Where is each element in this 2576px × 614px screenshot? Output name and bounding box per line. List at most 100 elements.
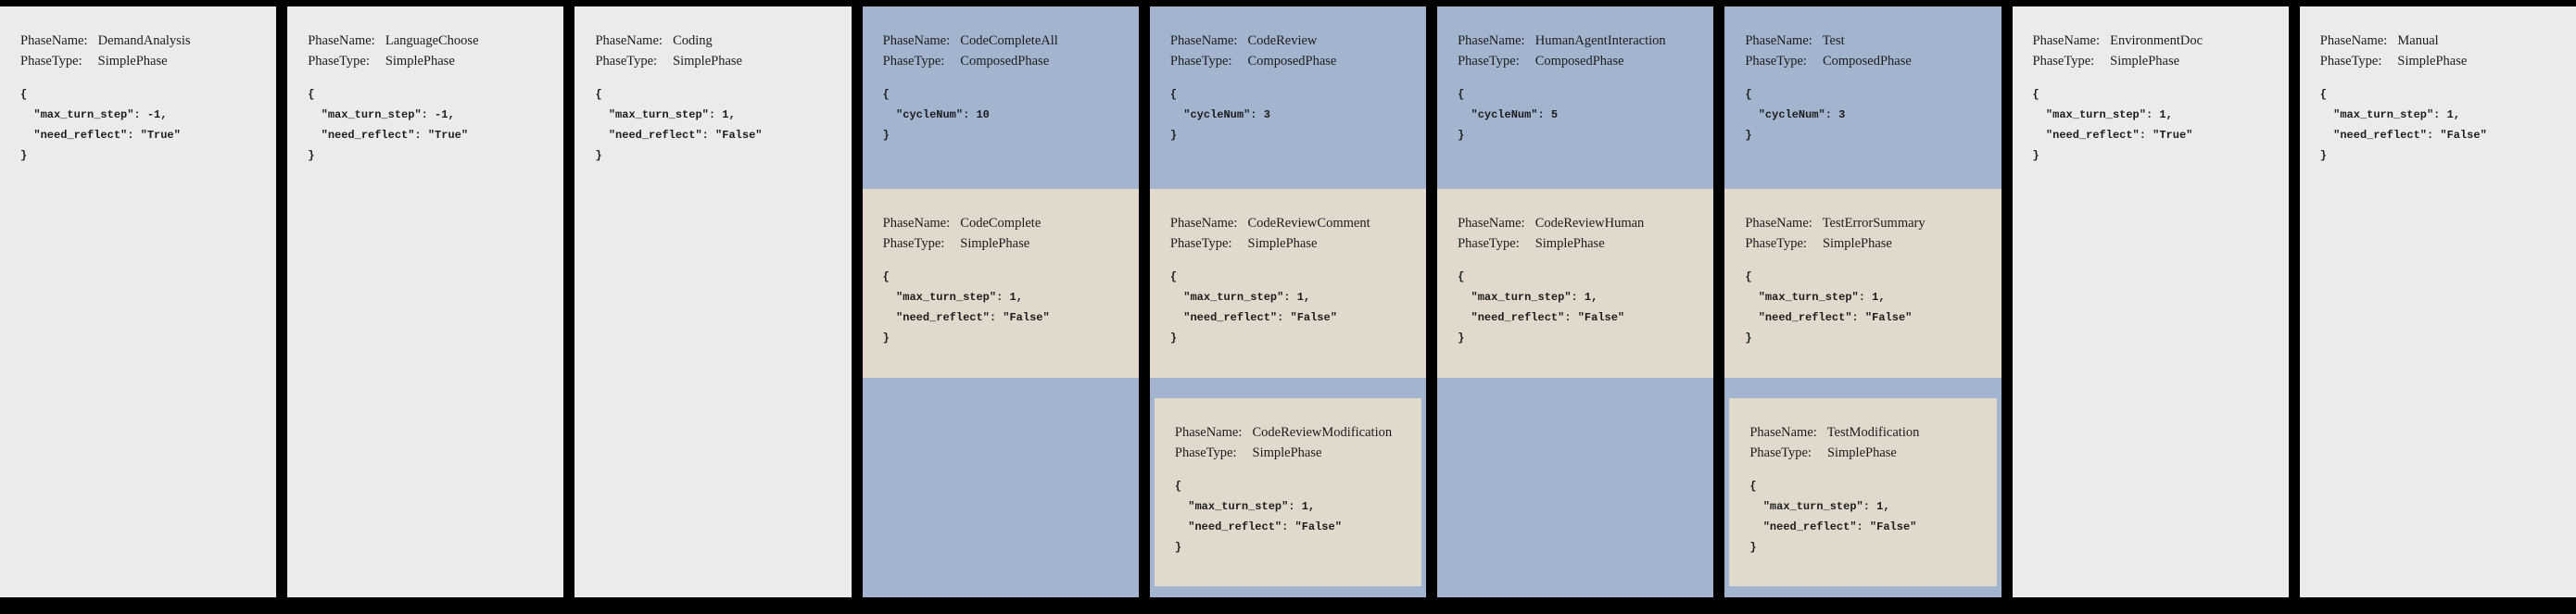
phase-config-json: { "max_turn_step": 1, "need_reflect": "T… (2032, 88, 2193, 162)
phase-config-json: { "max_turn_step": 1, "need_reflect": "F… (1169, 270, 1337, 345)
subphase-divider (1150, 378, 1426, 398)
phase-name-row: PhaseName: Manual (2320, 31, 2563, 51)
phase-type-value: ComposedPhase (1247, 54, 1337, 69)
phase-type-value: SimplePhase (1826, 445, 1897, 460)
phase-name-value: HumanAgentInteraction (1534, 33, 1666, 48)
phase-card-code-complete-all: PhaseName: CodeCompleteAll PhaseType: Co… (862, 6, 1139, 597)
phase-info: PhaseName: CodeComplete PhaseType: Simpl… (863, 189, 1139, 348)
phase-info: PhaseName: Manual PhaseType: SimplePhase… (2300, 6, 2576, 166)
phase-type-value: SimplePhase (1534, 236, 1605, 251)
phase-name-row: PhaseName: Coding (595, 31, 838, 51)
phase-name-label: PhaseName: (308, 33, 375, 48)
phase-type-row: PhaseType: SimplePhase (883, 233, 1126, 254)
phase-type-row: PhaseType: ComposedPhase (883, 51, 1126, 71)
phase-name-row: PhaseName: CodeReview (1170, 31, 1413, 51)
phase-type-label: PhaseType: (308, 54, 370, 69)
phase-type-label: PhaseType: (20, 54, 82, 69)
phase-type-label: PhaseType: (1749, 445, 1812, 460)
phase-name-label: PhaseName: (20, 33, 88, 48)
phase-name-value: Test (1822, 33, 1845, 48)
phase-name-row: PhaseName: CodeCompleteAll (883, 31, 1126, 51)
phase-name-label: PhaseName: (2319, 33, 2388, 48)
phase-type-label: PhaseType: (2032, 54, 2095, 69)
phase-type-value: ComposedPhase (1822, 54, 1912, 69)
phase-type-label: PhaseType: (1458, 54, 1520, 69)
phase-type-label: PhaseType: (1745, 54, 1807, 69)
phase-info: PhaseName: DemandAnalysis PhaseType: Sim… (0, 6, 276, 166)
phase-info: PhaseName: HumanAgentInteraction PhaseTy… (1437, 6, 1713, 145)
phase-type-row: PhaseType: SimplePhase (595, 51, 838, 71)
phase-name-row: PhaseName: CodeReviewComment (1170, 213, 1413, 233)
phase-type-value: ComposedPhase (1534, 54, 1624, 69)
subphase-card-code-review-human: PhaseName: CodeReviewHuman PhaseType: Si… (1437, 189, 1714, 378)
phase-name-label: PhaseName: (1458, 216, 1525, 231)
phase-type-value: SimplePhase (1822, 236, 1892, 251)
phase-info: PhaseName: TestModification PhaseType: S… (1729, 398, 1996, 558)
subphase-card-test-modification: PhaseName: TestModification PhaseType: S… (1729, 398, 1997, 586)
phase-type-row: PhaseType: ComposedPhase (1458, 51, 1700, 71)
phase-config-board: PhaseName: DemandAnalysis PhaseType: Sim… (0, 6, 2576, 597)
phase-name-label: PhaseName: (1174, 425, 1243, 440)
phase-config-json: { "max_turn_step": -1, "need_reflect": "… (308, 88, 469, 162)
subphase-card-test-error-summary: PhaseName: TestErrorSummary PhaseType: S… (1724, 189, 2001, 378)
phase-name-value: LanguageChoose (385, 33, 479, 48)
phase-type-label: PhaseType: (1169, 236, 1232, 251)
phase-name-row: PhaseName: TestErrorSummary (1745, 213, 1988, 233)
phase-config-json: { "cycleNum": 5 } (1458, 88, 1559, 142)
phase-type-label: PhaseType: (1169, 54, 1232, 69)
phase-name-label: PhaseName: (595, 33, 663, 48)
phase-config-json: { "max_turn_step": 1, "need_reflect": "F… (1458, 270, 1625, 345)
phase-type-label: PhaseType: (595, 54, 658, 69)
phase-card-demand-analysis: PhaseName: DemandAnalysis PhaseType: Sim… (0, 6, 277, 597)
phase-config-json: { "max_turn_step": 1, "need_reflect": "F… (1745, 270, 1913, 345)
phase-type-label: PhaseType: (1174, 445, 1237, 460)
phase-card-coding: PhaseName: Coding PhaseType: SimplePhase… (575, 6, 852, 597)
phase-name-label: PhaseName: (1745, 216, 1812, 231)
phase-type-label: PhaseType: (882, 236, 945, 251)
phase-name-value: Manual (2397, 33, 2439, 48)
phase-type-row: PhaseType: SimplePhase (20, 51, 263, 71)
phase-name-row: PhaseName: Test (1745, 31, 1988, 51)
phase-name-row: PhaseName: CodeReviewModification (1175, 422, 1408, 443)
phase-info: PhaseName: CodeReviewComment PhaseType: … (1150, 189, 1426, 348)
phase-name-value: CodeReviewHuman (1534, 216, 1645, 231)
phase-name-label: PhaseName: (882, 216, 951, 231)
phase-card-test: PhaseName: Test PhaseType: ComposedPhase… (1724, 6, 2001, 597)
phase-config-json: { "cycleNum": 3 } (1745, 88, 1846, 142)
phase-name-label: PhaseName: (1458, 33, 1525, 48)
phase-type-row: PhaseType: SimplePhase (1458, 233, 1700, 254)
phase-name-value: CodeReviewModification (1252, 425, 1393, 440)
phase-name-row: PhaseName: TestModification (1749, 422, 1983, 443)
phase-name-label: PhaseName: (1169, 216, 1238, 231)
phase-type-value: SimplePhase (97, 54, 168, 69)
phase-type-row: PhaseType: SimplePhase (1170, 233, 1413, 254)
composed-phase-header: PhaseName: Test PhaseType: ComposedPhase… (1724, 6, 2001, 189)
phase-card-human-agent-interaction: PhaseName: HumanAgentInteraction PhaseTy… (1437, 6, 1714, 597)
phase-config-json: { "max_turn_step": 1, "need_reflect": "F… (882, 270, 1050, 345)
phase-name-row: PhaseName: HumanAgentInteraction (1458, 31, 1700, 51)
phase-type-value: SimplePhase (2110, 54, 2180, 69)
subphase-card-code-review-comment: PhaseName: CodeReviewComment PhaseType: … (1149, 189, 1427, 378)
phase-name-value: CodeCompleteAll (960, 33, 1058, 48)
phase-config-json: { "max_turn_step": 1, "need_reflect": "F… (595, 88, 763, 162)
phase-name-row: PhaseName: DemandAnalysis (20, 31, 263, 51)
phase-type-value: SimplePhase (385, 54, 455, 69)
phase-info: PhaseName: TestErrorSummary PhaseType: S… (1724, 189, 2001, 348)
phase-type-row: PhaseType: SimplePhase (1745, 233, 1988, 254)
phase-info: PhaseName: LanguageChoose PhaseType: Sim… (287, 6, 563, 166)
phase-name-value: TestModification (1826, 425, 1920, 440)
phase-type-value: SimplePhase (1247, 236, 1318, 251)
phase-config-json: { "max_turn_step": 1, "need_reflect": "F… (1174, 480, 1342, 554)
phase-type-value: SimplePhase (673, 54, 742, 69)
phase-name-value: Coding (673, 33, 713, 48)
phase-name-value: EnvironmentDoc (2110, 33, 2203, 48)
phase-card-environment-doc: PhaseName: EnvironmentDoc PhaseType: Sim… (2012, 6, 2289, 597)
phase-name-row: PhaseName: CodeReviewHuman (1458, 213, 1700, 233)
phase-config-json: { "max_turn_step": 1, "need_reflect": "F… (1749, 480, 1917, 554)
phase-config-json: { "max_turn_step": -1, "need_reflect": "… (20, 88, 181, 162)
subphase-card-code-review-modification: PhaseName: CodeReviewModification PhaseT… (1154, 398, 1422, 586)
phase-type-row: PhaseType: SimplePhase (2033, 51, 2276, 71)
phase-info: PhaseName: CodeReviewModification PhaseT… (1155, 398, 1421, 558)
phase-info: PhaseName: EnvironmentDoc PhaseType: Sim… (2013, 6, 2289, 166)
phase-info: PhaseName: CodeReviewHuman PhaseType: Si… (1437, 189, 1713, 348)
